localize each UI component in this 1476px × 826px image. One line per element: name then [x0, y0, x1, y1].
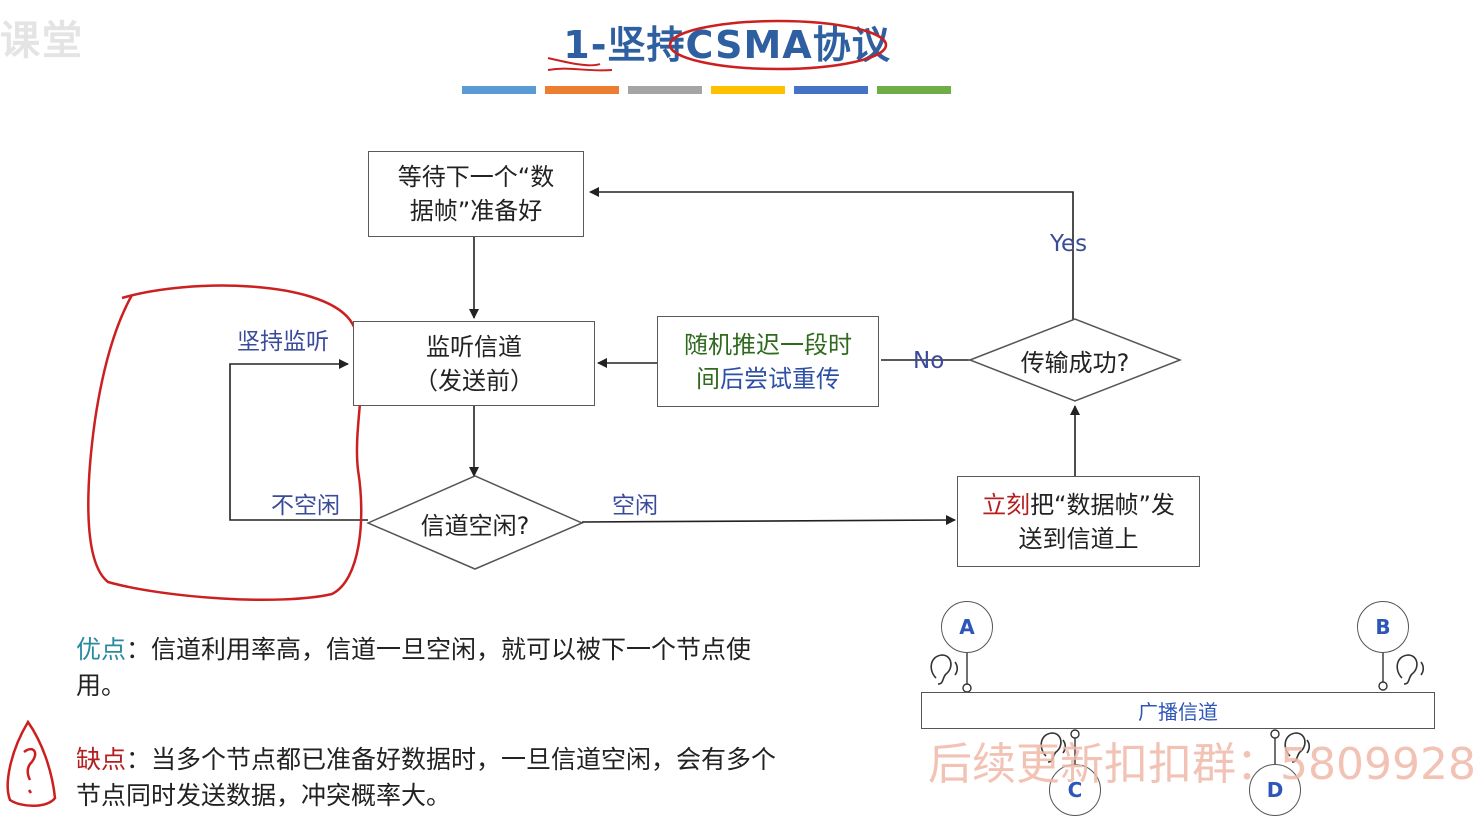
color-bar-2: [545, 86, 619, 94]
ear-icon: [1396, 654, 1425, 685]
backoff-box: 随机推迟一段时 间后尝试重传: [657, 316, 879, 407]
ear-icon: [1040, 732, 1067, 763]
node-d-tap: [1270, 729, 1280, 739]
no-label: No: [913, 348, 945, 374]
color-bar-5: [794, 86, 868, 94]
ear-icon: [930, 654, 959, 685]
color-bar-6: [877, 86, 951, 94]
corner-watermark: 课堂: [0, 18, 84, 64]
arrow-yes-to-wait: [589, 187, 1074, 320]
listen-box-line1: 监听信道: [426, 332, 522, 361]
backoff-line1: 随机推迟一段时: [684, 328, 852, 362]
backoff-line1-text: 随机推迟一段时: [684, 330, 852, 359]
page-title: 1-坚持CSMA协议: [563, 23, 891, 67]
color-bar-1: [462, 86, 536, 94]
node-a: A: [941, 601, 993, 653]
idle-label: 空闲: [612, 493, 658, 519]
arrow-idle-to-send: [581, 515, 956, 526]
backoff-line2-prefix: 间: [696, 364, 720, 393]
send-frame-box: 立刻把“数据帧”发 送到信道上: [957, 476, 1200, 567]
idle-diamond-label: 信道空闲?: [420, 512, 530, 540]
node-c: C: [1049, 764, 1101, 816]
qq-group-watermark: 后续更新扣扣群：5809928: [928, 739, 1476, 790]
send-line2: 送到信道上: [1018, 524, 1139, 553]
color-bar-3: [628, 86, 702, 94]
advantage-body: ：信道利用率高，信道一旦空闲，就可以被下一个节点使用。: [76, 635, 752, 700]
idle-diamond-shape: [366, 475, 584, 570]
disadvantage-text: 缺点：当多个节点都已准备好数据时，一旦信道空闲，会有多个节点同时发送数据，冲突概…: [76, 742, 788, 814]
warning-mark: [6, 719, 57, 807]
broadcast-channel: 广播信道: [921, 692, 1435, 729]
node-b-tap: [1378, 681, 1388, 691]
send-line1: 立刻把“数据帧”发: [982, 488, 1175, 522]
node-b: B: [1357, 601, 1409, 653]
advantage-key: 优点: [76, 635, 127, 664]
wait-frame-box: 等待下一个“数 据帧”准备好: [368, 151, 584, 237]
yes-label: Yes: [1050, 231, 1088, 257]
success-diamond-shape: [967, 318, 1183, 402]
title-color-bars: [462, 86, 951, 94]
ear-icon: [1284, 732, 1311, 763]
arrow-busy-loop: [229, 359, 368, 521]
advantage-text: 优点：信道利用率高，信道一旦空闲，就可以被下一个节点使用。: [76, 632, 781, 704]
busy-label: 不空闲: [271, 493, 340, 519]
disadvantage-key: 缺点: [76, 745, 127, 774]
node-c-tap: [1070, 729, 1080, 739]
wait-box-line2: 据帧”准备好: [409, 197, 543, 225]
title-circle-mark: [668, 19, 888, 71]
listen-box-line2: （发送前）: [414, 366, 534, 395]
persist-listen-label: 坚持监听: [237, 329, 329, 355]
backoff-line2-text: 后尝试重传: [720, 364, 840, 393]
disadvantage-body: ：当多个节点都已准备好数据时，一旦信道空闲，会有多个节点同时发送数据，冲突概率大…: [76, 745, 777, 810]
persist-loop-circle-mark: [87, 284, 364, 602]
node-d: D: [1249, 764, 1301, 816]
wait-box-line1: 等待下一个“数: [397, 163, 555, 191]
color-bar-4: [711, 86, 785, 94]
send-line1-key: 立刻: [982, 490, 1031, 519]
node-a-tap: [962, 683, 972, 693]
send-line1-text: 把“数据帧”发: [1030, 490, 1175, 519]
backoff-line2: 间后尝试重传: [696, 362, 840, 396]
success-diamond-label: 传输成功?: [1020, 349, 1130, 377]
title-underline-mark: [547, 57, 613, 72]
listen-channel-box: 监听信道 （发送前）: [353, 321, 595, 406]
